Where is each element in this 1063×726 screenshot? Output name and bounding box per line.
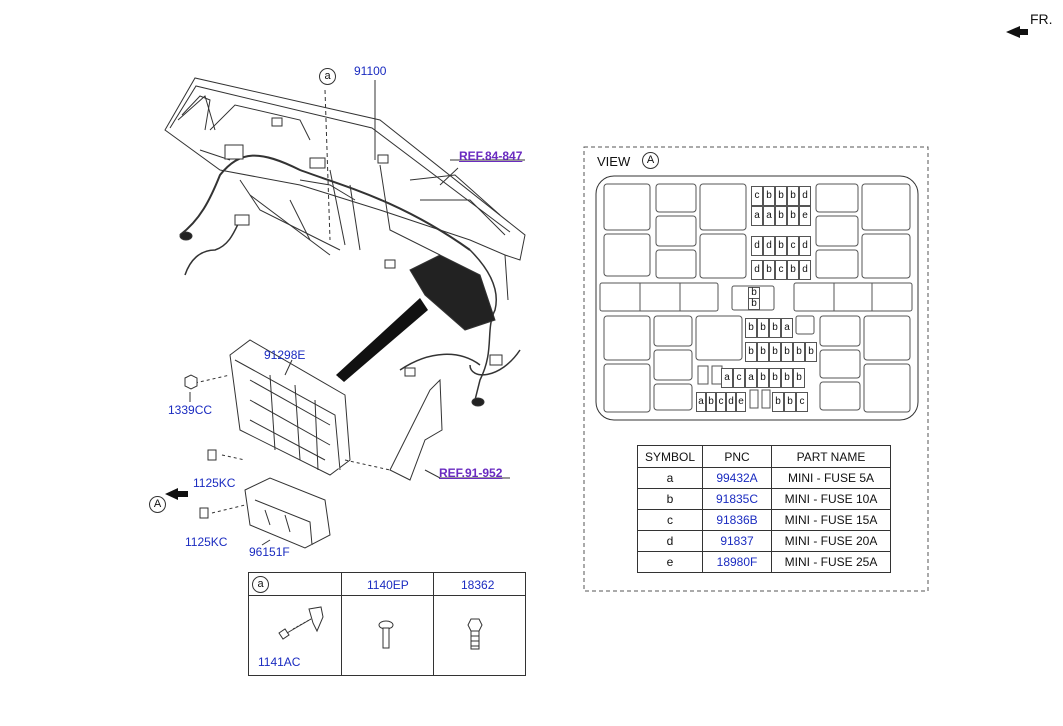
fuse-slot: b xyxy=(763,260,775,280)
fuse-slot: d xyxy=(763,236,775,256)
fuse-slot: a xyxy=(745,368,757,388)
fuse-slot: b xyxy=(745,318,757,338)
symbol-cell: c xyxy=(637,509,703,531)
fuse-slot: b xyxy=(769,342,781,362)
fuse-slot: b xyxy=(769,318,781,338)
part-name-cell: MINI - FUSE 25A xyxy=(771,551,891,573)
fuse-slot: c xyxy=(787,236,799,256)
table-row: d 91837 MINI - FUSE 20A xyxy=(637,530,891,552)
fuse-parts-table: SYMBOL PNC PART NAME a 99432A MINI - FUS… xyxy=(637,445,891,573)
table-header-pnc: PNC xyxy=(702,445,772,468)
part-91100-label: 91100 xyxy=(354,64,387,78)
symbol-cell: b xyxy=(637,488,703,510)
fuse-slot: b xyxy=(748,298,760,310)
fuse-slot: b xyxy=(787,260,799,280)
pnc-cell: 18980F xyxy=(702,551,772,573)
fuse-slot: e xyxy=(736,392,746,412)
fuse-slot: c xyxy=(796,392,808,412)
fuse-slot: d xyxy=(751,260,763,280)
fuse-slot: b xyxy=(787,186,799,206)
ref-91-952-label: REF.91-952 xyxy=(439,466,503,480)
fuse-slot: b xyxy=(781,342,793,362)
fuse-slot: a xyxy=(763,206,775,226)
fuse-slot: e xyxy=(799,206,811,226)
hardware-1140EP-label: 1140EP xyxy=(367,578,409,592)
fuse-slot: c xyxy=(733,368,745,388)
fuse-slot: d xyxy=(726,392,736,412)
hardware-1141AC-label: 1141AC xyxy=(258,655,301,669)
fuse-slot: b xyxy=(745,342,757,362)
hardware-header-divider xyxy=(249,595,525,596)
front-orientation-indicator: FR. xyxy=(1006,10,1061,45)
fuse-slot: b xyxy=(793,368,805,388)
symbol-cell: e xyxy=(637,551,703,573)
table-header-symbol: SYMBOL xyxy=(637,445,703,468)
fuse-slot: c xyxy=(751,186,763,206)
table-row: a 99432A MINI - FUSE 5A xyxy=(637,467,891,489)
pnc-cell: 91836B xyxy=(702,509,772,531)
hardware-marker-a: a xyxy=(252,576,269,593)
fuse-slot: b xyxy=(793,342,805,362)
fuse-slot: b xyxy=(763,186,775,206)
fuse-slot: b xyxy=(775,236,787,256)
part-1125KC-top-label: 1125KC xyxy=(193,476,236,490)
fuse-slot: d xyxy=(799,236,811,256)
hardware-col-divider xyxy=(433,573,434,675)
fuse-slot: d xyxy=(799,186,811,206)
hardware-table: a 1140EP 18362 1141AC xyxy=(248,572,526,676)
fuse-slot: c xyxy=(775,260,787,280)
part-91298E-label: 91298E xyxy=(264,348,306,362)
fuse-slot: a xyxy=(781,318,793,338)
ref-84-847-label: REF.84-847 xyxy=(459,149,523,163)
fuse-slot: b xyxy=(757,318,769,338)
fuse-slot: b xyxy=(706,392,716,412)
fuse-slot: b xyxy=(787,206,799,226)
hardware-18362-label: 18362 xyxy=(461,578,495,592)
front-arrow-icon xyxy=(1006,26,1028,38)
fuse-slot: b xyxy=(772,392,784,412)
part-name-cell: MINI - FUSE 15A xyxy=(771,509,891,531)
table-header-part-name: PART NAME xyxy=(771,445,891,468)
symbol-cell: d xyxy=(637,530,703,552)
fuse-slot: a xyxy=(751,206,763,226)
fuse-slot: d xyxy=(751,236,763,256)
fuse-slot: b xyxy=(805,342,817,362)
view-marker: A xyxy=(642,152,659,169)
fuse-slot: b xyxy=(775,206,787,226)
part-name-cell: MINI - FUSE 10A xyxy=(771,488,891,510)
fuse-slot: a xyxy=(721,368,733,388)
fuse-slot: d xyxy=(799,260,811,280)
fuse-slot: b xyxy=(784,392,796,412)
pnc-cell: 91835C xyxy=(702,488,772,510)
part-name-cell: MINI - FUSE 5A xyxy=(771,467,891,489)
fuse-slot: c xyxy=(716,392,726,412)
part-name-cell: MINI - FUSE 20A xyxy=(771,530,891,552)
view-title: VIEW xyxy=(597,154,631,169)
fuse-slot: b xyxy=(769,368,781,388)
clip-bolt-icon xyxy=(278,628,290,640)
fuse-slot: a xyxy=(696,392,706,412)
table-row: e 18980F MINI - FUSE 25A xyxy=(637,551,891,573)
symbol-cell: a xyxy=(637,467,703,489)
bolt-18362-icon xyxy=(467,618,483,632)
part-1125KC-bottom-label: 1125KC xyxy=(185,535,228,549)
pnc-cell: 99432A xyxy=(702,467,772,489)
part-1339CC-label: 1339CC xyxy=(168,403,213,417)
hardware-col-divider xyxy=(341,573,342,675)
part-96151F-label: 96151F xyxy=(249,545,290,559)
fuse-slot: b xyxy=(781,368,793,388)
table-row: c 91836B MINI - FUSE 15A xyxy=(637,509,891,531)
pnc-cell: 91837 xyxy=(702,530,772,552)
front-label: FR. xyxy=(1030,11,1053,27)
hardware-drawings xyxy=(278,606,483,650)
bracket-clip-icon xyxy=(308,606,324,633)
marker-a-callout: a xyxy=(319,68,336,85)
fuse-slot: b xyxy=(775,186,787,206)
fuse-slot: b xyxy=(757,368,769,388)
fuse-slot: b xyxy=(757,342,769,362)
view-a-arrow-marker: A xyxy=(149,496,166,513)
table-row: b 91835C MINI - FUSE 10A xyxy=(637,488,891,510)
